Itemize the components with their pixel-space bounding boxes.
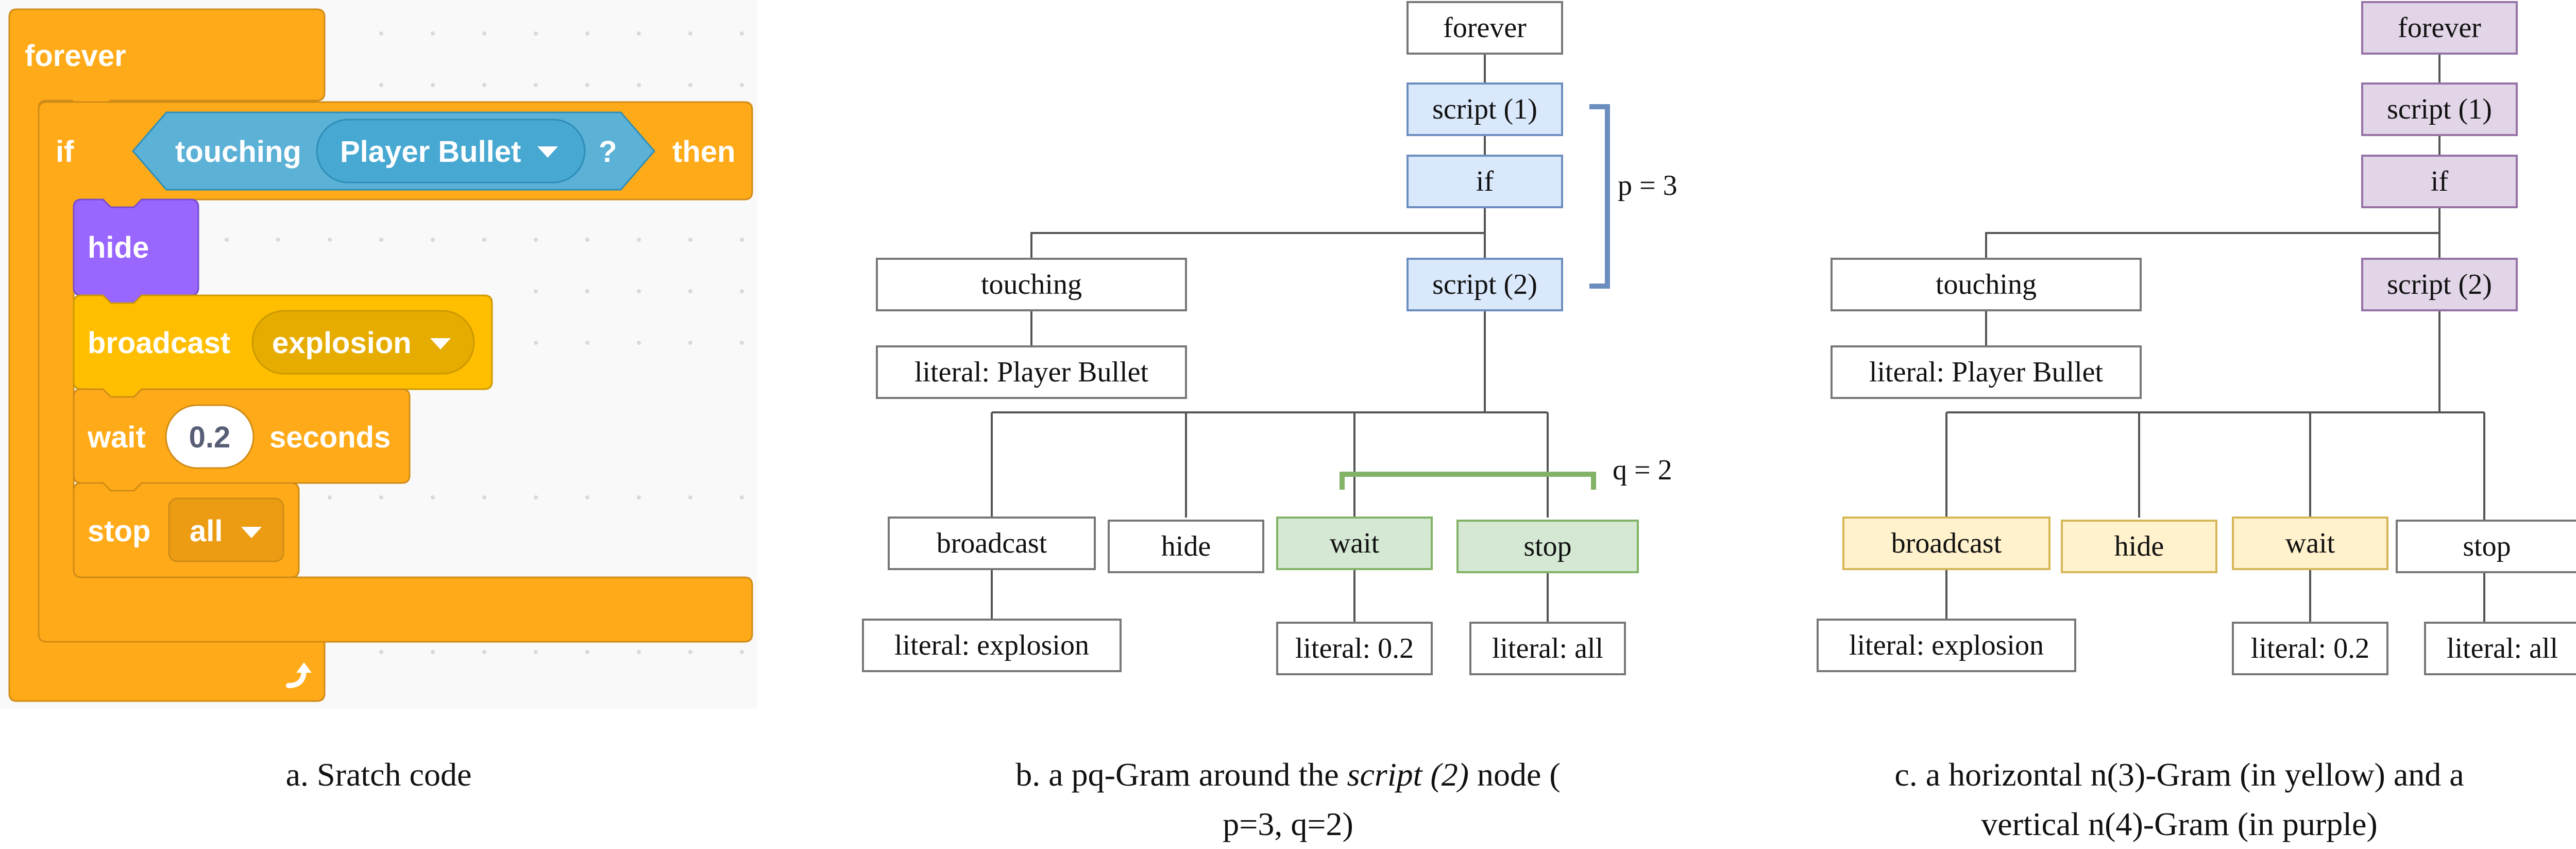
- caption-b-italic: script (2): [1347, 756, 1469, 793]
- node-literal-all: [1469, 622, 1626, 675]
- node-c-literal-all-label: literal: all: [2447, 632, 2558, 664]
- workspace-dots: [225, 31, 744, 654]
- node-stop-label: stop: [1523, 530, 1571, 562]
- wait-seconds-input[interactable]: [165, 404, 255, 469]
- caption-b-line2: p=3, q=2): [1223, 806, 1353, 842]
- caption-c-line1: c. a horizontal n(3)-Gram (in yellow) an…: [1894, 756, 2464, 793]
- dropdown-arrow-icon: [241, 527, 262, 538]
- broadcast-dropdown[interactable]: [251, 310, 475, 375]
- node-c-hide-label: hide: [2114, 530, 2164, 562]
- node-c-script2-label: script (2): [2387, 269, 2492, 301]
- node-if-label: if: [1476, 165, 1494, 197]
- node-script2-label: script (2): [1432, 269, 1537, 301]
- node-c-forever-label: forever: [2398, 12, 2481, 44]
- node-c-hide: [2061, 520, 2217, 573]
- dropdown-arrow-icon: [537, 146, 558, 158]
- caption-b-line1-end: node (: [1477, 756, 1561, 793]
- node-forever: [1406, 1, 1563, 55]
- node-c-stop-label: stop: [2463, 530, 2511, 562]
- node-c-forever: [2361, 1, 2518, 55]
- if-label: if: [56, 135, 74, 169]
- forever-label: forever: [25, 39, 126, 73]
- node-literal-explosion-label: literal: explosion: [894, 629, 1089, 661]
- node-if: [1406, 155, 1563, 208]
- node-hide: [1108, 520, 1264, 573]
- sensor-dropdown-value: Player Bullet: [340, 135, 521, 169]
- q-label: q = 2: [1613, 454, 1672, 486]
- scratch-canvas: forever if touching Player Bullet ? then…: [0, 0, 757, 709]
- node-wait-label: wait: [1330, 527, 1380, 559]
- loop-arrow-icon: [286, 662, 312, 688]
- node-c-literal-0.2: [2232, 622, 2388, 675]
- stop-label: stop: [88, 514, 150, 548]
- stop-dropdown-value: all: [190, 514, 223, 548]
- node-wait: [1276, 517, 1433, 570]
- scratch-code-panel: forever if touching Player Bullet ? then…: [0, 0, 757, 709]
- node-literal-0.2-label: literal: 0.2: [1295, 632, 1414, 664]
- node-touching-label: touching: [981, 269, 1082, 301]
- hide-label: hide: [88, 231, 149, 264]
- p-bracket: [1589, 104, 1610, 289]
- node-script2: [1406, 258, 1563, 311]
- node-c-wait-label: wait: [2285, 527, 2335, 559]
- node-literal-player-bullet: [876, 345, 1187, 399]
- wait-label: wait: [87, 421, 146, 454]
- node-literal-all-label: literal: all: [1492, 632, 1603, 664]
- dropdown-arrow-icon: [430, 338, 451, 349]
- p-label: p = 3: [1618, 170, 1677, 202]
- stop-dropdown[interactable]: [168, 497, 284, 562]
- node-broadcast: [888, 517, 1096, 570]
- node-c-literal-explosion-label: literal: explosion: [1849, 629, 2044, 661]
- node-c-if: [2361, 155, 2518, 208]
- caption-a-text: a. Sratch code: [285, 756, 472, 793]
- sensor-dropdown[interactable]: [316, 119, 586, 184]
- caption-b: b. a pq-Gram around the script (2) node …: [850, 750, 1726, 849]
- broadcast-dropdown-value: explosion: [272, 326, 412, 360]
- node-c-literal-0.2-label: literal: 0.2: [2251, 632, 2369, 664]
- node-hide-label: hide: [1161, 530, 1211, 562]
- node-c-broadcast: [1842, 517, 2050, 570]
- node-touching: [876, 258, 1187, 311]
- node-c-stop: [2396, 520, 2576, 573]
- touching-label: touching: [175, 135, 301, 169]
- node-literal-explosion: [862, 619, 1122, 672]
- node-literal-0.2: [1276, 622, 1433, 675]
- wait-seconds-value: 0.2: [189, 421, 231, 454]
- node-c-literal-player-bullet-label: literal: Player Bullet: [1869, 356, 2104, 388]
- node-c-script2: [2361, 258, 2518, 311]
- node-c-touching-label: touching: [1936, 269, 2037, 301]
- broadcast-label: broadcast: [88, 326, 230, 360]
- node-c-literal-all: [2424, 622, 2576, 675]
- node-c-script1-label: script (1): [2387, 93, 2492, 125]
- node-literal-player-bullet-label: literal: Player Bullet: [914, 356, 1149, 388]
- caption-a: a. Sratch code: [121, 750, 636, 800]
- then-label: then: [672, 135, 735, 169]
- node-c-script1: [2361, 82, 2518, 136]
- tree-c-edges: [1945, 54, 2485, 623]
- caption-b-line1: b. a pq-Gram around the: [1015, 756, 1339, 793]
- node-c-wait: [2232, 517, 2388, 570]
- node-script1: [1406, 82, 1563, 136]
- node-c-broadcast-label: broadcast: [1891, 527, 2002, 559]
- node-stop: [1456, 520, 1639, 573]
- tree-b-edges: [991, 54, 1549, 623]
- caption-c: c. a horizontal n(3)-Gram (in yellow) an…: [1777, 750, 2576, 849]
- question-mark: ?: [599, 135, 617, 169]
- node-script1-label: script (1): [1432, 93, 1537, 125]
- node-c-literal-player-bullet: [1831, 345, 2142, 399]
- caption-c-line2: vertical n(4)-Gram (in purple): [1981, 806, 2378, 842]
- node-forever-label: forever: [1443, 12, 1527, 44]
- node-c-touching: [1831, 258, 2142, 311]
- q-bracket: [1340, 472, 1596, 490]
- seconds-label: seconds: [269, 421, 391, 454]
- node-c-if-label: if: [2431, 165, 2449, 197]
- node-broadcast-label: broadcast: [937, 527, 1047, 559]
- node-c-literal-explosion: [1817, 619, 2076, 672]
